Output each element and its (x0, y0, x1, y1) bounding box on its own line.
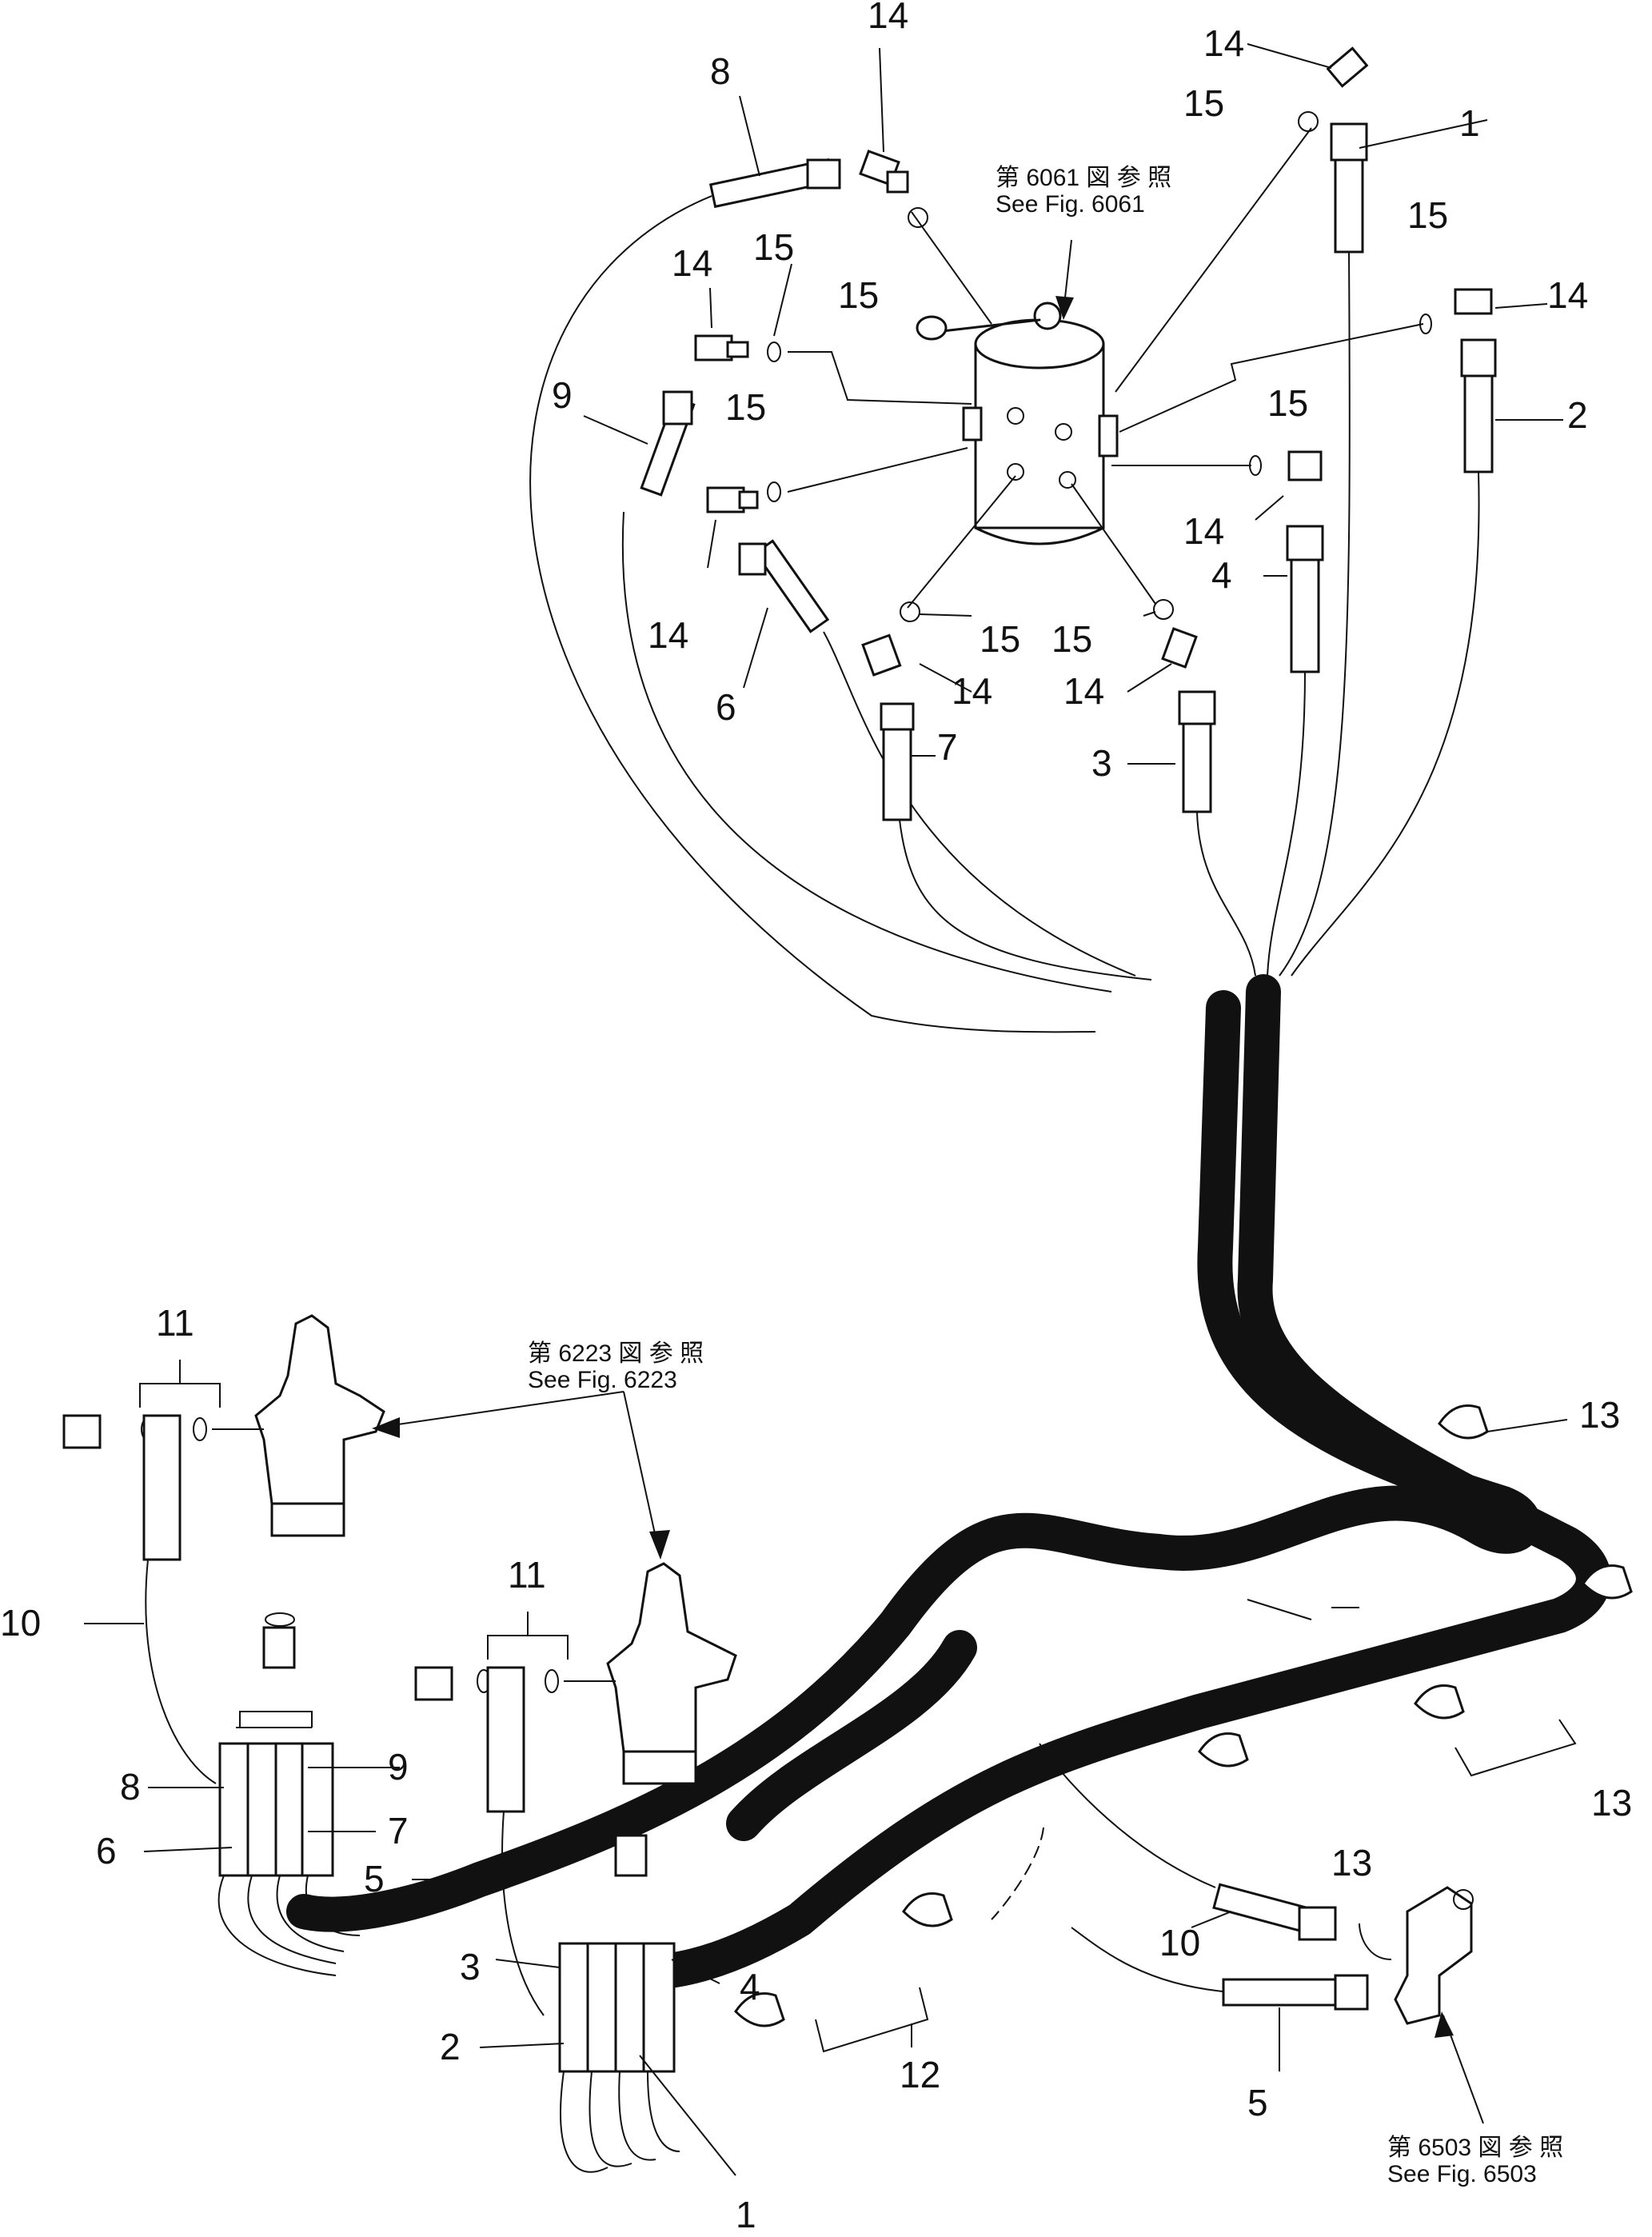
ref-6503-en: See Fig. 6503 (1387, 2161, 1537, 2187)
label-15: 15 (980, 618, 1020, 660)
elbow-fitting-14g (861, 633, 902, 677)
ref-6503-jp: 第 6503 図 参 照 (1387, 2135, 1563, 2161)
elbow-fitting-14h (1161, 627, 1198, 669)
spiral-wrapped-bundle (286, 974, 1611, 1990)
label-14: 14 (672, 242, 712, 284)
pilot-valve-lower (606, 1562, 737, 1877)
figure-references: 第 6061 図 参 照 See Fig. 6061 第 6223 図 参 照 … (528, 165, 1563, 2187)
elbow-fitting-14a (859, 150, 909, 194)
hose-6 (738, 539, 830, 633)
label-15: 15 (725, 386, 766, 428)
leader-lines (84, 43, 1568, 2176)
ref-6061-en: See Fig. 6061 (996, 191, 1145, 218)
label-7: 7 (937, 726, 958, 768)
hose-group-6-9 (217, 1711, 361, 1976)
elbow-fitting-14f (1287, 450, 1323, 481)
hose-2 (1460, 338, 1497, 473)
label-3: 3 (460, 1946, 481, 1987)
label-1: 1 (1459, 102, 1480, 144)
swivel-leaders (787, 127, 1424, 609)
pilot-valve-upper (254, 1314, 385, 1669)
label-15: 15 (753, 226, 794, 268)
clamps-13 (734, 1404, 1633, 2027)
label-14: 14 (1547, 274, 1588, 316)
label-14: 14 (868, 0, 908, 36)
hose-10-upper (62, 1414, 264, 1784)
label-15: 15 (1267, 382, 1308, 424)
hose-8 (708, 158, 841, 209)
hose-3 (1178, 690, 1216, 813)
label-5: 5 (364, 1858, 385, 1899)
label-10: 10 (0, 1602, 41, 1644)
arrow-6503 (1435, 2011, 1454, 2038)
label-13: 13 (1331, 1842, 1372, 1883)
label-4: 4 (740, 1966, 760, 2007)
label-14: 14 (952, 670, 992, 712)
label-1: 1 (736, 2194, 756, 2235)
arrow-6061 (1055, 296, 1074, 320)
label-9: 9 (388, 1746, 409, 1788)
label-15: 15 (1407, 194, 1448, 236)
fittings-o-rings (694, 46, 1493, 677)
label-15: 15 (1183, 82, 1224, 124)
bracket-12 (815, 1987, 929, 2053)
hose-9 (640, 390, 696, 497)
label-11: 11 (508, 1554, 546, 1596)
elbow-fitting-14d (1454, 288, 1493, 315)
hose-4 (1286, 525, 1324, 673)
label-12: 12 (900, 2054, 940, 2095)
elbow-fitting-14b (1326, 46, 1369, 88)
arrow-6223-b (649, 1530, 670, 1560)
hose-10-right (1039, 1743, 1337, 1941)
swivel-joint (916, 302, 1119, 545)
label-6: 6 (716, 686, 736, 728)
ref-6061-jp: 第 6061 図 参 照 (996, 165, 1171, 191)
hose-7 (880, 702, 915, 821)
o-ring-15b (1298, 111, 1319, 132)
o-ring-15d (1419, 314, 1432, 334)
label-7: 7 (388, 1810, 409, 1852)
brake-valve (1359, 1886, 1474, 2025)
label-2: 2 (440, 2026, 461, 2067)
elbow-fitting-14e (706, 486, 759, 513)
label-15: 15 (1051, 618, 1092, 660)
label-14: 14 (648, 614, 688, 656)
o-ring-15h (1153, 599, 1174, 620)
o-ring-15e (767, 481, 781, 502)
elbow-fitting-14c (694, 334, 749, 362)
label-5: 5 (1247, 2082, 1268, 2123)
hose-10-lower (414, 1666, 616, 2016)
label-2: 2 (1567, 394, 1588, 436)
label-15: 15 (838, 274, 879, 316)
label-13: 13 (1579, 1394, 1620, 1436)
dashed-branch (991, 1827, 1044, 1920)
label-8: 8 (120, 1766, 141, 1808)
bracket-13 (1454, 1719, 1577, 1777)
o-ring-15g (900, 601, 920, 622)
hose-1 (1330, 122, 1368, 254)
hose-5-right (1071, 1927, 1369, 2011)
label-13: 13 (1591, 1782, 1632, 1824)
arrow-6223-a (372, 1417, 400, 1438)
label-8: 8 (710, 50, 731, 92)
ref-6223-jp: 第 6223 図 参 照 (528, 1340, 704, 1367)
hose-group-1-4 (558, 1942, 680, 2173)
label-10: 10 (1159, 1922, 1200, 1963)
label-9: 9 (552, 374, 573, 416)
o-ring-15c (767, 342, 781, 362)
label-14: 14 (1063, 670, 1104, 712)
upper-hoses (529, 122, 1497, 1033)
label-11: 11 (156, 1302, 194, 1344)
label-6: 6 (96, 1830, 117, 1871)
ref-6223-en: See Fig. 6223 (528, 1367, 677, 1393)
label-3: 3 (1091, 742, 1112, 784)
label-4: 4 (1211, 554, 1232, 596)
reference-arrows (372, 239, 1484, 2124)
o-ring-15f (1249, 455, 1262, 476)
label-14: 14 (1183, 510, 1224, 552)
o-ring-15a (908, 207, 928, 228)
label-14: 14 (1203, 22, 1244, 64)
